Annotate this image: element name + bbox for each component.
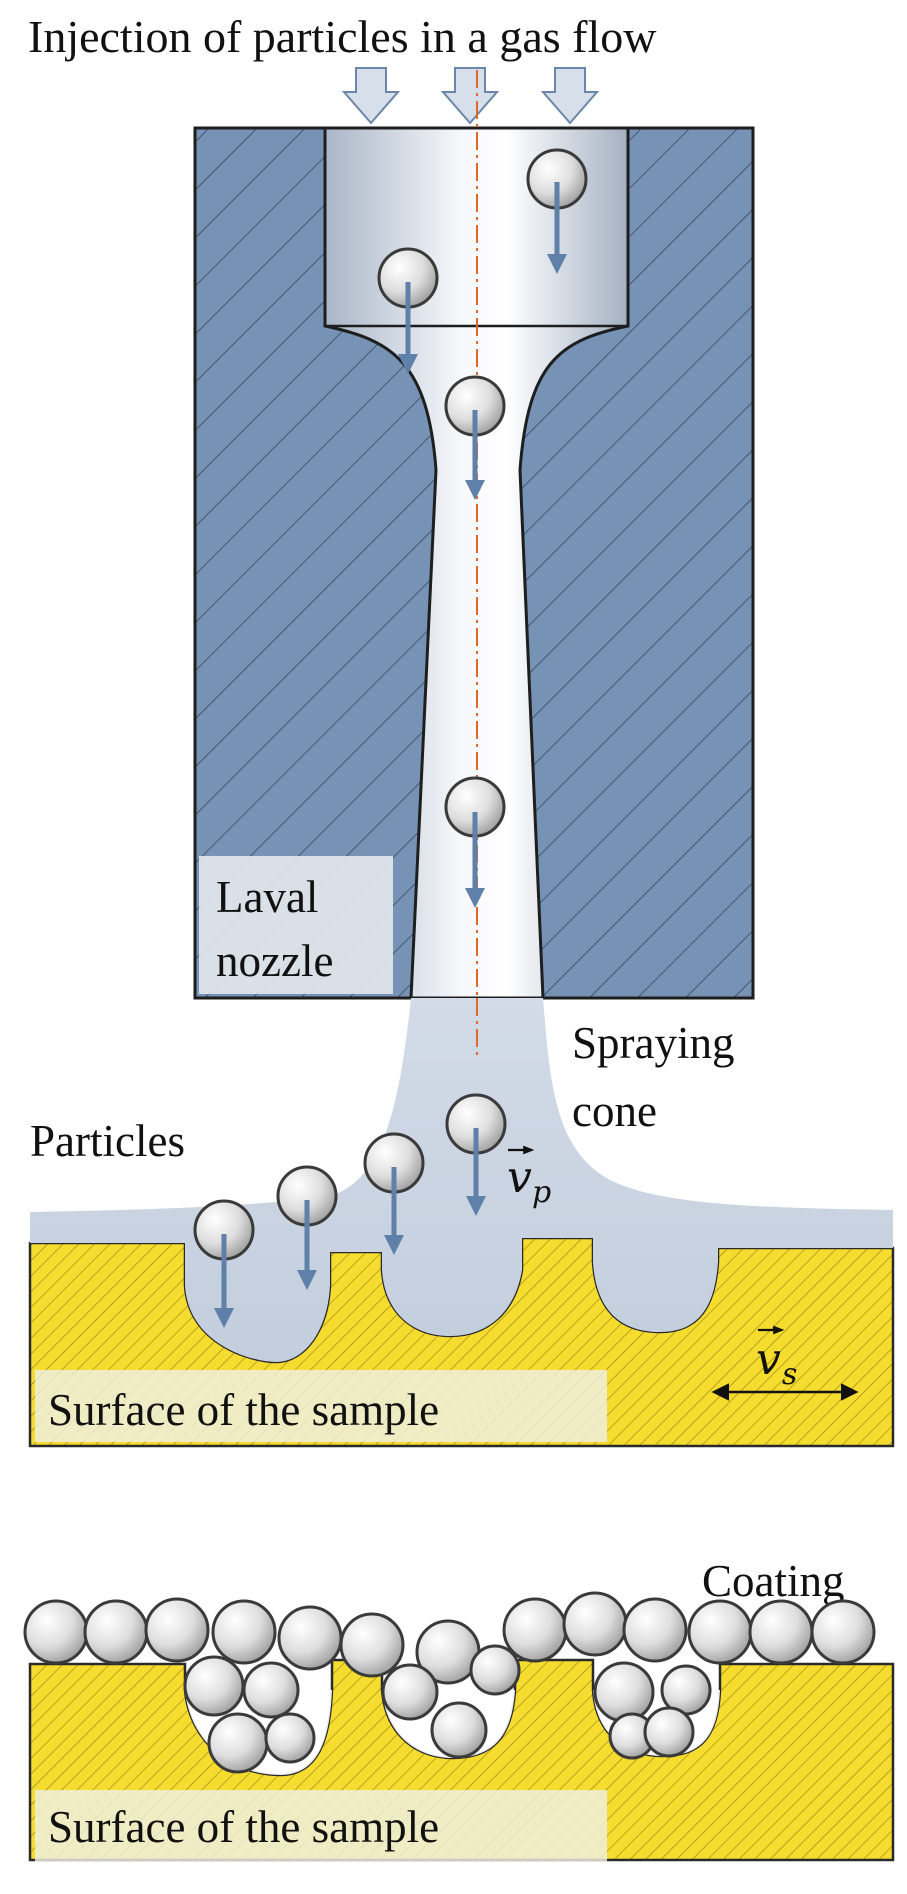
down-arrow-icon (540, 67, 600, 125)
spraying-cone-label-line2: cone (572, 1086, 657, 1136)
sample-velocity-symbol: v (756, 1334, 781, 1385)
particles-label: Particles (30, 1116, 185, 1166)
laval-label-line1: Laval (216, 872, 318, 922)
coating-particle (430, 1701, 488, 1759)
coating-layer (23, 1591, 876, 1774)
surface-label-top: Surface of the sample (48, 1385, 439, 1435)
spraying-cone-label-line1: Spraying (572, 1018, 735, 1068)
laval-label-line2: nozzle (216, 936, 333, 986)
coating-particle (502, 1597, 568, 1663)
surface-label-box-bottom (35, 1790, 607, 1862)
coating-particle (562, 1591, 628, 1657)
spray-particles (193, 1093, 507, 1328)
nozzle-particles (377, 148, 588, 908)
coating-particle (264, 1712, 316, 1764)
coating-particle (83, 1599, 149, 1665)
surface-label-box-top (35, 1370, 607, 1442)
down-arrow-icon (440, 67, 500, 125)
spraying-cone (30, 998, 893, 1362)
particle-velocity-subscript: p (532, 1175, 551, 1210)
coating-particle (381, 1663, 439, 1721)
coating-particle (211, 1599, 277, 1665)
coating-particle (277, 1605, 343, 1671)
coating-particle (183, 1655, 245, 1717)
coating-particle (622, 1597, 688, 1663)
lower-substrate: Surface of the sample (28, 1658, 895, 1862)
surface-label-bottom: Surface of the sample (48, 1802, 439, 1852)
coating-label: Coating (702, 1556, 845, 1606)
coating-particle (469, 1644, 521, 1696)
coating-particle (339, 1612, 405, 1678)
sample-velocity-label: v s (711, 1325, 859, 1401)
particle-velocity-symbol: v (507, 1152, 532, 1203)
coating-particle (242, 1661, 300, 1719)
coating-particle (748, 1599, 814, 1665)
coating-particle (23, 1599, 89, 1665)
inflow-arrows (341, 67, 600, 125)
coating-particle (643, 1706, 695, 1758)
particle-velocity-label: v p (507, 1145, 551, 1210)
coating-particle (144, 1597, 210, 1663)
down-arrow-icon (341, 67, 401, 125)
coating-particle (810, 1599, 876, 1665)
title: Injection of particles in a gas flow (28, 11, 657, 62)
upper-substrate: Surface of the sample (28, 1236, 895, 1448)
laval-label-box (199, 856, 393, 994)
sample-velocity-subscript: s (782, 1357, 797, 1392)
coating-particle (593, 1661, 655, 1723)
coating-particle (687, 1599, 753, 1665)
coating-particle (207, 1712, 269, 1774)
laval-nozzle: Laval nozzle (193, 70, 755, 1048)
